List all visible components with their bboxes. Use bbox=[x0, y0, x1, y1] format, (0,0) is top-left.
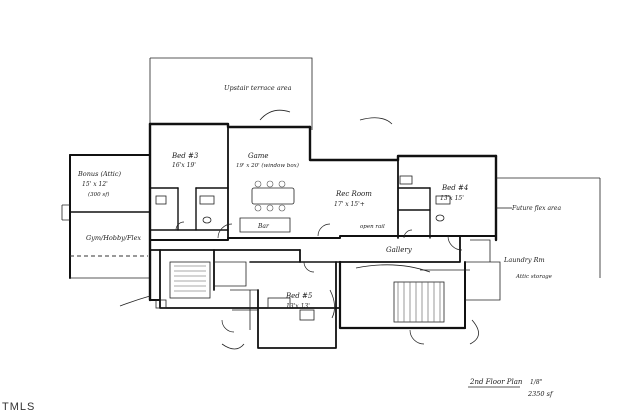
plan-area: 2350 sf bbox=[527, 390, 554, 398]
annotation-leaders bbox=[119, 109, 479, 350]
plan-scale-note: 1/8" bbox=[530, 379, 543, 386]
stair-left bbox=[169, 261, 247, 299]
label-bonus-dim: 15' x 12' bbox=[82, 181, 108, 188]
label-bedroom-3: Bed #3 bbox=[171, 152, 199, 160]
plan-title: 2nd Floor Plan bbox=[469, 378, 523, 386]
label-bedroom-5-dim: 13'x 13' bbox=[286, 303, 310, 310]
label-rec-room-dim: 17' x 15'+ bbox=[334, 201, 365, 208]
label-rec-room: Rec Room bbox=[335, 190, 372, 198]
door-swings bbox=[175, 221, 463, 345]
lower-walls bbox=[149, 235, 501, 349]
label-attic-storage: Attic storage bbox=[515, 274, 553, 280]
main-upper-walls bbox=[148, 122, 601, 302]
label-open-rail: open rail bbox=[360, 224, 385, 230]
game-table bbox=[251, 180, 295, 212]
label-laundry: Laundry Rm bbox=[503, 256, 545, 264]
label-roof-terrace: Upstair terrace area bbox=[224, 84, 292, 92]
label-gym: Gym/Hobby/Flex bbox=[86, 234, 141, 242]
left-wing-walls bbox=[61, 154, 151, 279]
watermark-logo: TMLS bbox=[2, 401, 36, 413]
roof-terrace-outline bbox=[149, 57, 313, 130]
label-bedroom-4: Bed #4 bbox=[441, 184, 468, 192]
label-bar: Bar bbox=[257, 223, 270, 230]
stair-right bbox=[393, 269, 470, 323]
room-labels: Upstair terrace area Bed #3 16'x 19' Gam… bbox=[77, 84, 561, 310]
label-game: Game bbox=[248, 152, 269, 160]
label-flex-area: Future flex area bbox=[511, 205, 561, 212]
label-bedroom-5: Bed #5 bbox=[285, 292, 313, 300]
label-bonus: Bonus (Attic) bbox=[77, 170, 122, 178]
title-block: 2nd Floor Plan 1/8" 2350 sf bbox=[468, 378, 554, 398]
bath-fixtures bbox=[155, 175, 451, 321]
label-bedroom-3-dim: 16'x 19' bbox=[172, 162, 196, 169]
label-bedroom-4-dim: 13'x 15' bbox=[440, 195, 464, 202]
label-bonus-sub: (300 sf) bbox=[88, 191, 109, 198]
label-gallery: Gallery bbox=[386, 246, 413, 254]
label-game-dim: 19' x 20' (window box) bbox=[236, 162, 299, 169]
